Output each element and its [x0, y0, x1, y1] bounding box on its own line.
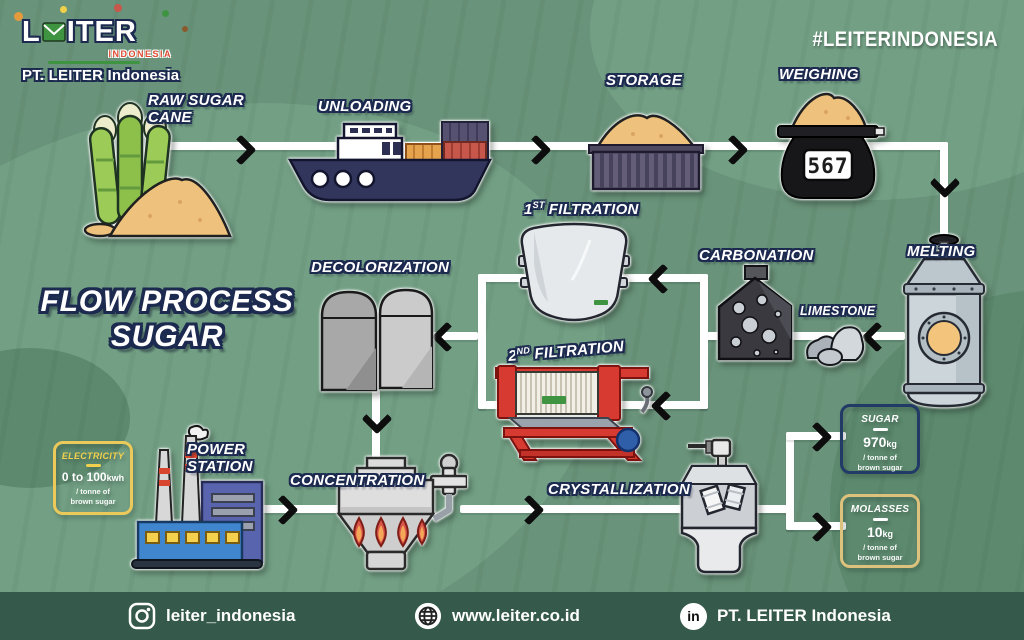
crystallization-vessel-illustration [676, 436, 762, 583]
first-filtration-illustration [518, 220, 630, 331]
unloading-ship-illustration [286, 118, 494, 211]
carbonation-tank-illustration [712, 262, 798, 379]
limestone-rocks-illustration [802, 318, 866, 371]
second-filtration-illustration [490, 352, 662, 469]
flow-line-concentration-to-crystallization [460, 505, 690, 513]
raw-sugar-cane-illustration [80, 98, 235, 243]
molasses-note: / tonne of brown sugar [857, 543, 903, 563]
linkedin-name: PT. LEITER Indonesia [717, 606, 891, 625]
hashtag-text: #LEITERINDONESIA [812, 28, 998, 51]
sugar-title: SUGAR [861, 414, 899, 425]
flow-line-to-decolorization [430, 332, 478, 340]
logo-doodle [182, 26, 188, 32]
divider [872, 518, 888, 521]
limestone-label: LIMESTONE [800, 304, 876, 318]
divider [872, 428, 888, 431]
melting-label: MELTING [907, 243, 976, 260]
molasses-title: MOLASSES [850, 504, 910, 515]
logo-underline [48, 61, 140, 64]
instagram-handle: leiter_indonesia [166, 606, 296, 625]
sugar-note: / tonne of brown sugar [857, 453, 903, 473]
logo-indonesia-text: INDONESIA [108, 49, 172, 59]
logo-doodle [114, 4, 122, 12]
flow-line-to-molasses [786, 522, 846, 530]
electricity-note: / tonne of brown sugar [70, 487, 116, 507]
footer-bar: leiter_indonesia www.leiter.co.id in PT.… [0, 592, 1024, 640]
electricity-value: 0 to 100kwh [61, 470, 125, 484]
sugar-value: 970kg [863, 434, 897, 450]
raw-sugar-cane-label: RAW SUGAR CANE [148, 92, 245, 127]
arrow-to-sugar [801, 421, 833, 453]
flow-line-loop-right [700, 274, 708, 409]
logo-doodle [162, 10, 169, 17]
flow-line-decolorization-down [372, 390, 380, 462]
decolorization-silos-illustration [318, 284, 434, 401]
storage-container-illustration [583, 108, 709, 197]
logo-company-name: PT. LEITER Indonesia [22, 67, 180, 84]
unloading-label: UNLOADING [318, 98, 412, 115]
arrow-melting-to-limestone [861, 321, 893, 353]
arrow-unloading-to-storage [520, 134, 552, 166]
concentration-evaporator-illustration [303, 452, 469, 581]
logo-doodle [14, 12, 23, 21]
flow-line-top-row [148, 142, 948, 150]
flow-line-to-sugar [786, 432, 846, 440]
sugar-callout: SUGAR 970kg / tonne of brown sugar [840, 404, 920, 474]
flow-line-melting-to-carbonation [700, 332, 905, 340]
weighing-label: WEIGHING [779, 66, 859, 83]
weighing-scale-illustration: 567 [768, 84, 888, 209]
website-url: www.leiter.co.id [452, 606, 580, 625]
concentration-label: CONCENTRATION [290, 472, 425, 489]
divider [85, 464, 101, 467]
footer-instagram[interactable]: leiter_indonesia [128, 592, 295, 640]
molasses-value: 10kg [866, 524, 894, 540]
footer-linkedin[interactable]: in PT. LEITER Indonesia [680, 592, 891, 640]
flow-line-crystallization-out [750, 505, 794, 513]
melting-tank-illustration [896, 232, 992, 413]
flow-line-split-vertical [786, 432, 794, 530]
carbonation-label: CARBONATION [699, 247, 814, 264]
flow-line-power-to-concentration [248, 505, 350, 513]
electricity-title: ELECTRICITY [61, 451, 125, 461]
globe-icon [414, 602, 442, 630]
electricity-callout: ELECTRICITY 0 to 100kwh / tonne of brown… [53, 441, 133, 515]
crystallization-label: CRYSTALLIZATION [548, 481, 690, 498]
arrow-to-molasses [801, 511, 833, 543]
storage-label: STORAGE [606, 72, 683, 89]
power-station-label: POWER STATION [187, 441, 253, 476]
footer-website[interactable]: www.leiter.co.id [414, 592, 580, 640]
logo-doodle [60, 6, 67, 13]
instagram-icon [128, 602, 156, 630]
decolorization-label: DECOLORIZATION [311, 259, 450, 276]
envelope-icon [41, 19, 66, 48]
flow-line-loop-left [478, 274, 486, 409]
scale-display-value: 567 [808, 154, 849, 178]
page-title: FLOW PROCESS SUGAR [40, 285, 294, 354]
flow-line-weighing-to-melting [940, 142, 948, 257]
linkedin-icon: in [680, 602, 707, 630]
power-station-illustration [126, 424, 268, 579]
molasses-callout: MOLASSES 10kg / tonne of brown sugar [840, 494, 920, 568]
arrow-to-first-filtration [647, 263, 679, 295]
